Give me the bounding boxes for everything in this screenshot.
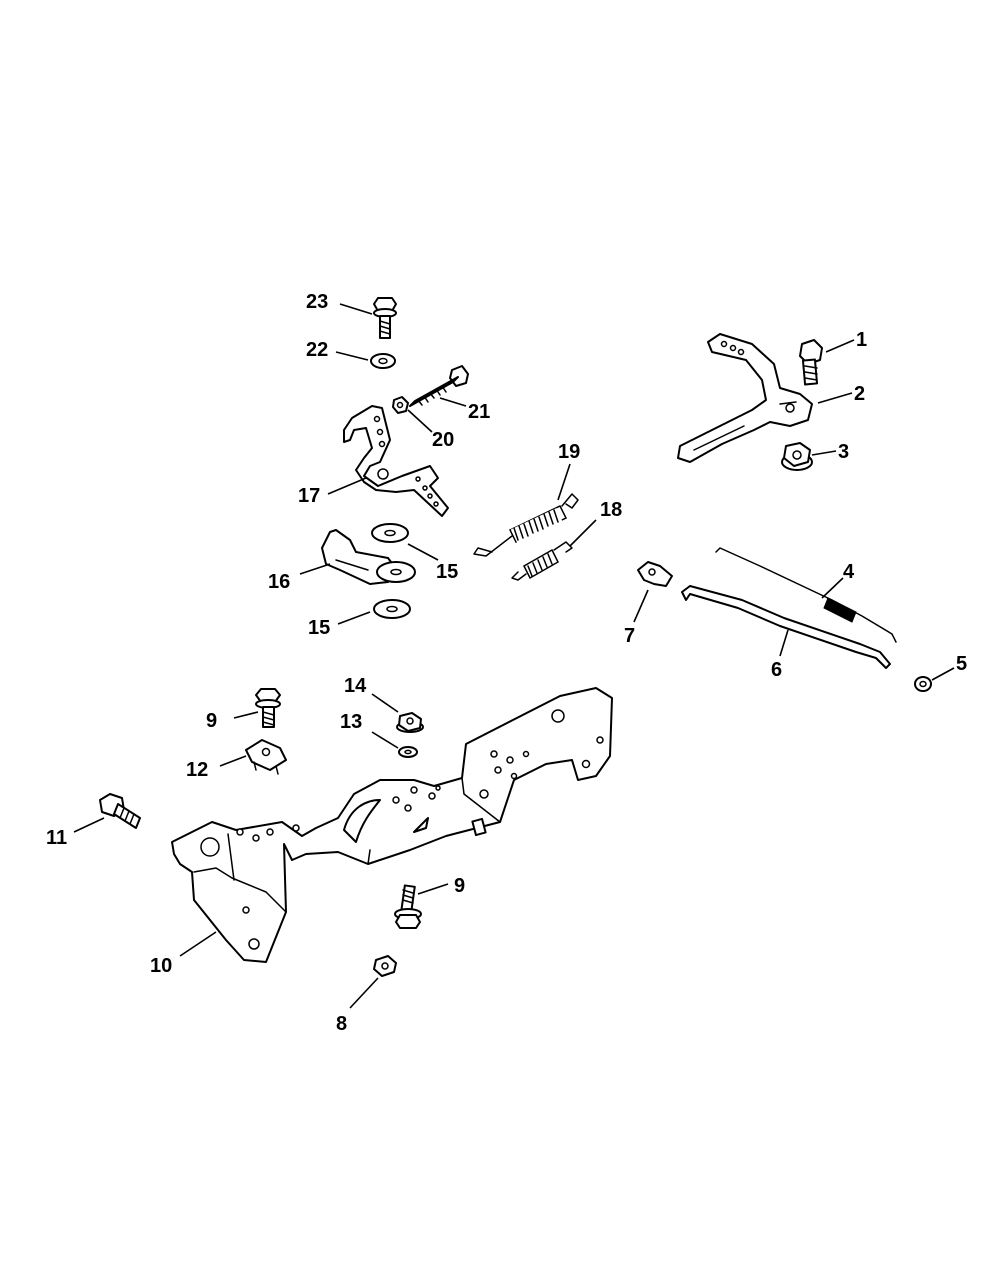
callout-20: 20 <box>432 429 454 451</box>
leader-6 <box>779 629 789 657</box>
part-20-nut <box>392 396 409 414</box>
leader-2 <box>817 392 853 404</box>
leader-1 <box>825 339 855 353</box>
part-1-screw <box>799 339 823 386</box>
part-22-washer <box>370 353 396 369</box>
part-9-bolt-lower <box>394 884 422 929</box>
part-6-rod <box>681 585 891 669</box>
part-9-bolt-upper <box>255 688 281 728</box>
callout-9b: 9 <box>454 875 465 897</box>
leader-12 <box>219 755 247 767</box>
part-23-flange-bolt <box>373 297 397 339</box>
part-4-cable <box>715 547 897 643</box>
callout-12: 12 <box>186 759 208 781</box>
leader-11 <box>73 817 105 833</box>
callout-5: 5 <box>956 653 967 675</box>
leader-13 <box>371 731 399 749</box>
part-14-nut <box>396 712 424 733</box>
leader-19 <box>557 463 571 501</box>
callout-10: 10 <box>150 955 172 977</box>
callout-23: 23 <box>306 291 328 313</box>
callout-11: 11 <box>46 827 67 849</box>
leader-9b <box>417 883 449 895</box>
part-7-clip <box>637 561 673 587</box>
callout-21: 21 <box>468 401 490 423</box>
part-10-mounting-plate <box>171 687 613 963</box>
leader-4 <box>821 577 844 599</box>
leader-21 <box>439 397 467 407</box>
part-18-spring <box>511 541 573 581</box>
leader-3 <box>811 450 837 456</box>
leader-9a <box>233 711 259 719</box>
leader-5 <box>931 667 955 681</box>
leader-15a <box>407 543 439 561</box>
leader-17 <box>327 477 367 495</box>
leader-23 <box>339 303 373 315</box>
leader-lines <box>73 303 955 1009</box>
callout-1: 1 <box>856 329 867 351</box>
callout-2: 2 <box>854 383 865 405</box>
callout-6: 6 <box>771 659 782 681</box>
callout-17: 17 <box>298 485 320 507</box>
part-17-lever <box>343 405 449 517</box>
leader-10 <box>179 931 217 957</box>
callout-13: 13 <box>340 711 362 733</box>
part-21-bolt <box>409 365 469 407</box>
leader-7 <box>633 589 649 623</box>
callout-4: 4 <box>843 561 855 583</box>
leader-20 <box>407 409 433 433</box>
callout-22: 22 <box>306 339 328 361</box>
leader-14 <box>371 693 399 713</box>
leader-18 <box>569 519 597 547</box>
callout-16: 16 <box>268 571 290 593</box>
callout-15b: 15 <box>308 617 330 639</box>
leader-8 <box>349 977 379 1009</box>
callout-labels: 1 2 3 4 5 6 7 8 9 9 10 11 12 13 14 15 15… <box>46 291 967 1035</box>
callout-15a: 15 <box>436 561 458 583</box>
part-2-control-lever <box>677 333 813 463</box>
part-3-nut <box>781 442 813 471</box>
part-11-bolt <box>99 793 141 829</box>
callout-9a: 9 <box>206 710 217 732</box>
part-15-washer-upper <box>371 523 409 543</box>
part-8-nut <box>373 955 397 977</box>
callout-3: 3 <box>838 441 849 463</box>
part-12-clip-nut <box>245 739 287 775</box>
callout-8: 8 <box>336 1013 347 1035</box>
callout-19: 19 <box>558 441 580 463</box>
part-13-washer <box>398 746 418 758</box>
part-15-washer-middle <box>376 561 416 583</box>
part-19-spring <box>473 493 579 557</box>
callout-14: 14 <box>344 675 367 697</box>
leader-15b <box>337 611 371 625</box>
part-15-washer-lower <box>373 599 411 619</box>
part-5-bushing <box>914 676 932 692</box>
leader-16 <box>299 563 331 575</box>
callout-18: 18 <box>600 499 622 521</box>
callout-7: 7 <box>624 625 635 647</box>
leader-22 <box>335 351 369 361</box>
